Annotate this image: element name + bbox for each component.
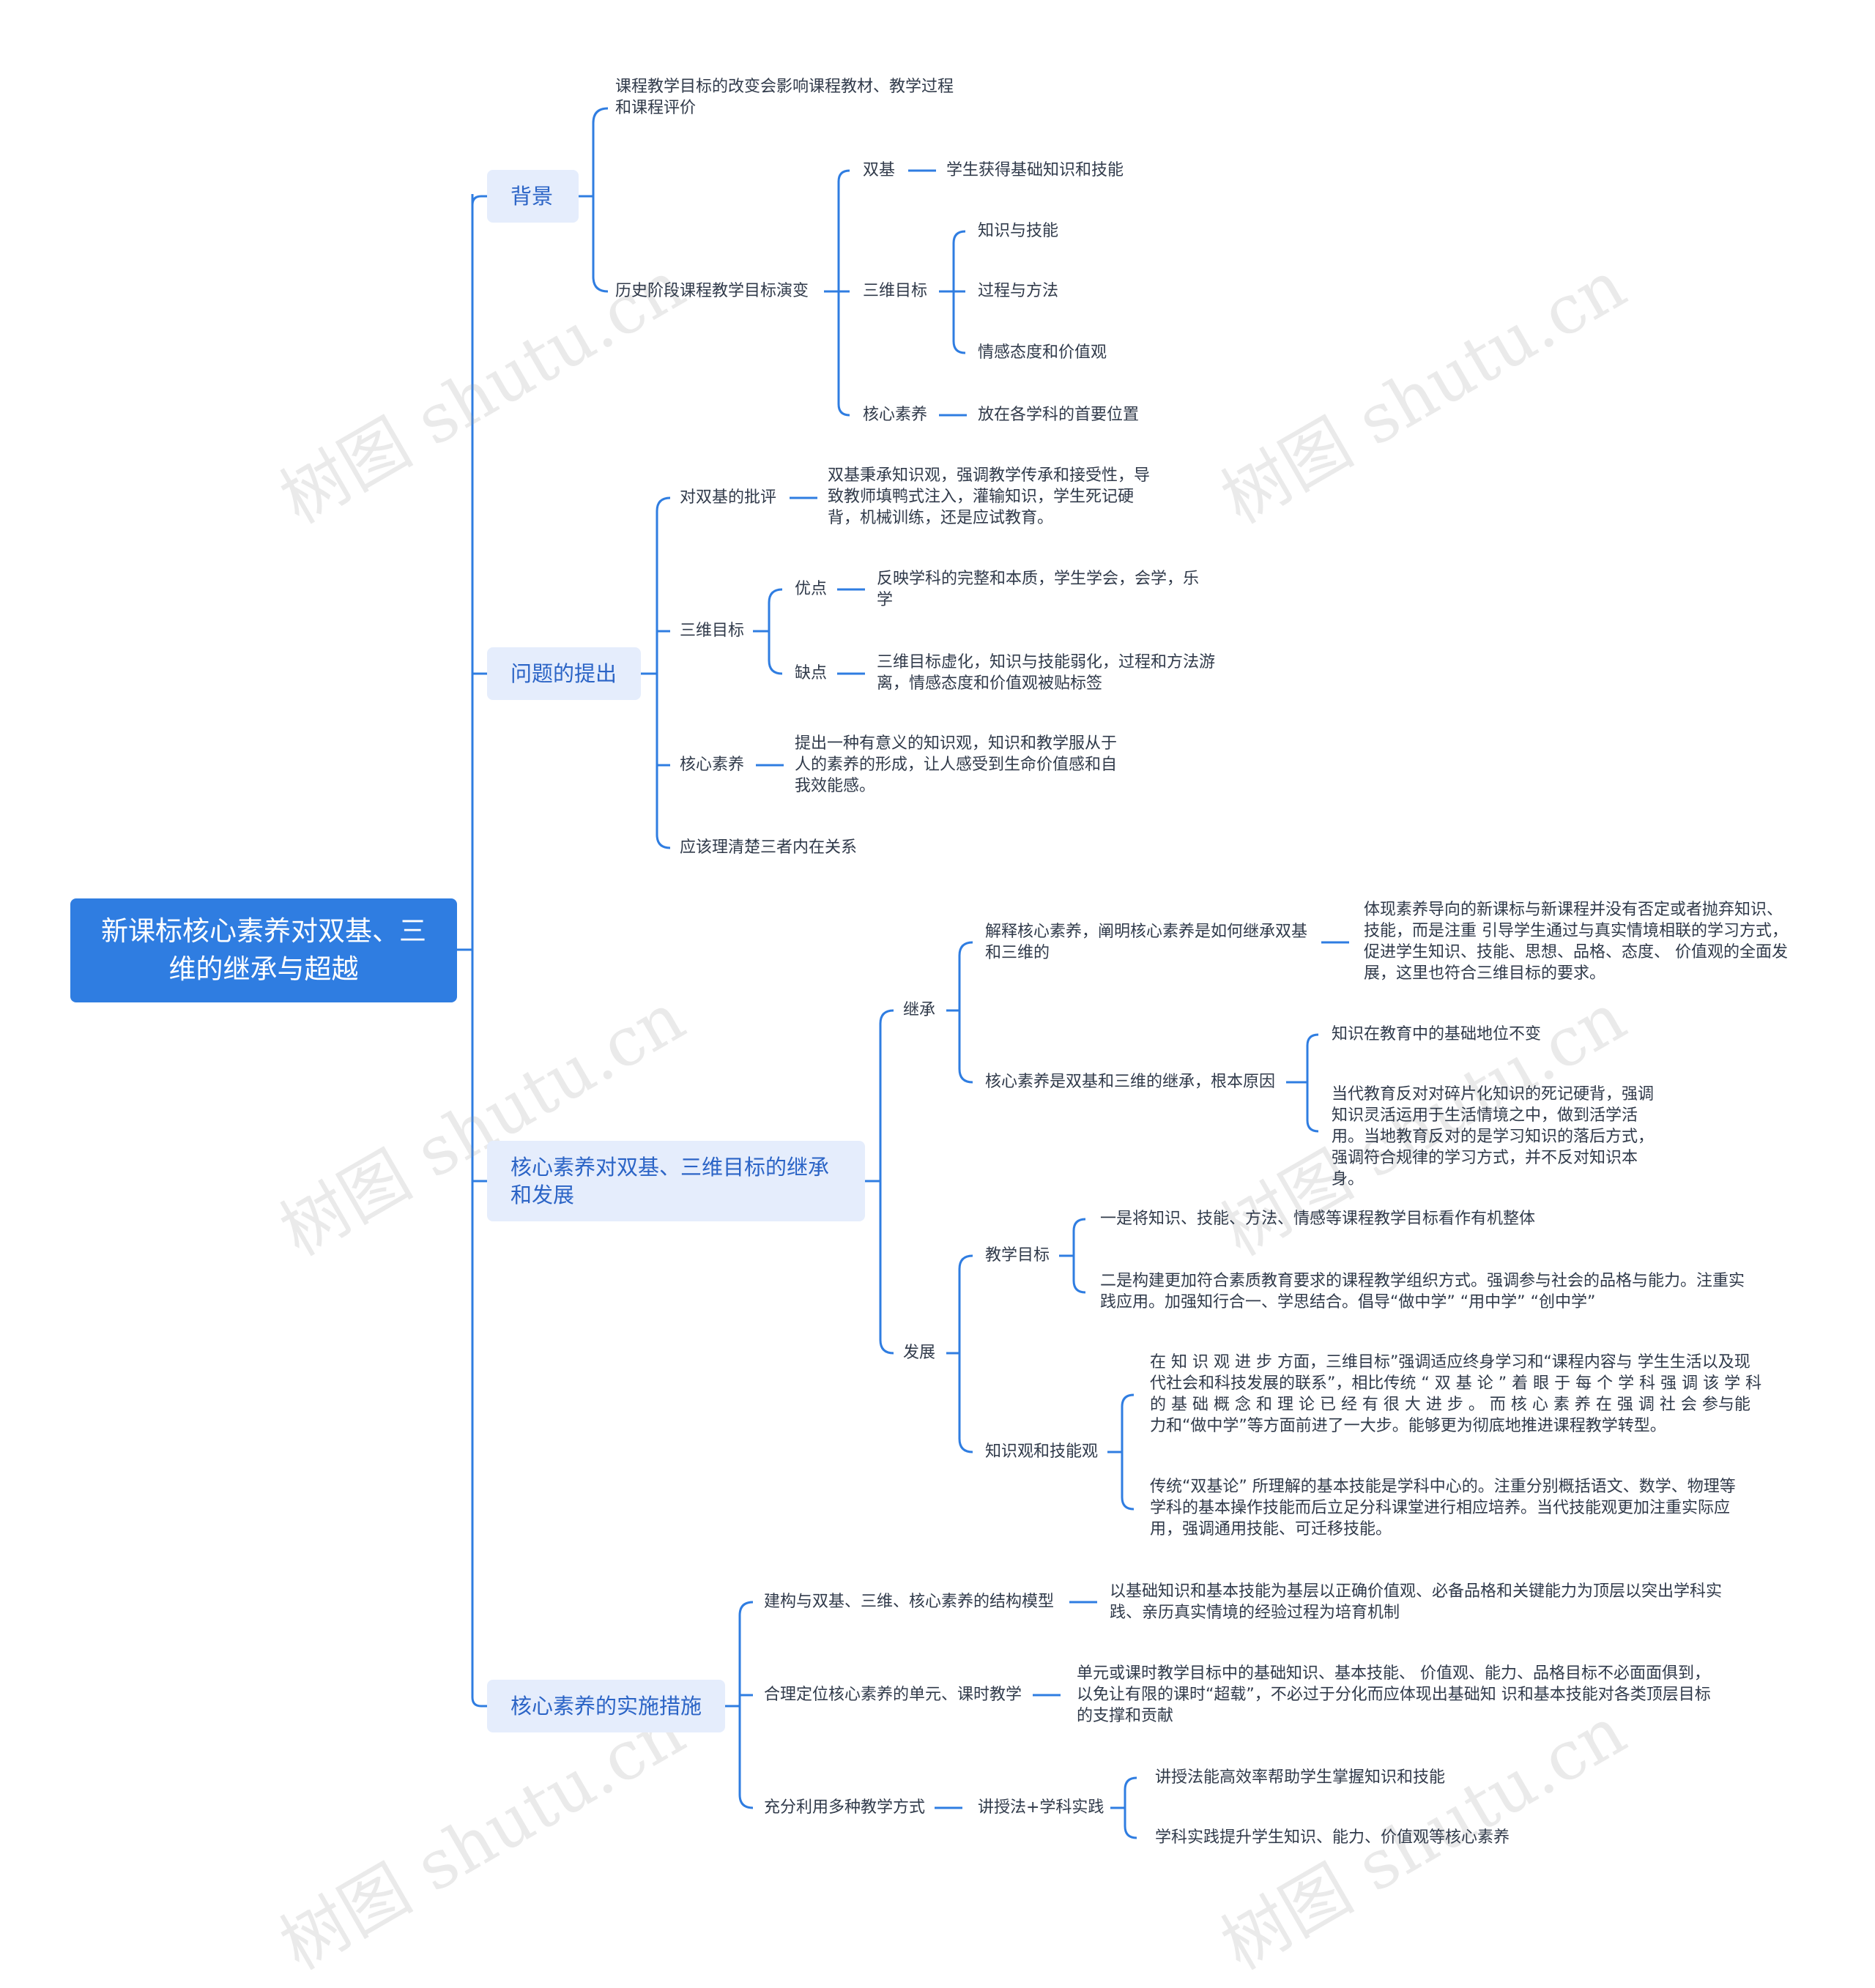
measures-methods-item-2[interactable]: 学科实践提升学生知识、能力、价值观等核心素养 [1155,1828,1510,1847]
fazhan-goal-item-1[interactable]: 一是将知识、技能、方法、情感等课程教学目标看作有机整体 [1100,1210,1536,1228]
history-shuangji[interactable]: 双基 [863,161,896,179]
problem-clarify[interactable]: 应该理清楚三者内在关系 [680,838,858,857]
inherit-reason[interactable]: 核心素养是双基和三维的继承，根本原因 [985,1073,1276,1091]
background-item-1[interactable]: 课程教学目标的改变会影响课程教材、教学过程和课程评价 [615,78,954,117]
history-sanwei-item-2[interactable]: 过程与方法 [978,282,1059,300]
history-evolution[interactable]: 历史阶段课程教学目标演变 [615,282,809,300]
root-topic-label: 新课标核心素养对双基、三维的继承与超越 [101,915,426,985]
inherit-explain[interactable]: 解释核心素养，阐明核心素养是如何继承双基和三维的 [985,923,1308,962]
history-sanwei[interactable]: 三维目标 [863,282,928,300]
measures-methods-item-1[interactable]: 讲授法能高效率帮助学生掌握知识和技能 [1155,1768,1446,1787]
problem-critique-desc[interactable]: 双基秉承知识观，强调教学传承和接受性，导致教师填鸭式注入，灌输知识，学生死记硬背… [828,466,1151,527]
inherit-reason-item-2[interactable]: 当代教育反对对碎片化知识的死记硬背，强调知识灵活运用于生活情境之中，做到活学活用… [1332,1085,1655,1188]
measures-unit-desc[interactable]: 单元或课时教学目标中的基础知识、基本技能、 价值观、能力、品格目标不必面面俱到，… [1077,1664,1711,1725]
inherit-jicheng[interactable]: 继承 [903,1001,936,1019]
topic-inherit-develop[interactable]: 核心素养对双基、三维目标的继承和发展 [487,1141,865,1221]
history-sanwei-item-3[interactable]: 情感态度和价值观 [978,343,1107,362]
problem-sanwei-pros-desc[interactable]: 反映学科的完整和本质，学生学会，会学，乐学 [877,570,1200,609]
fazhan-goal-item-2[interactable]: 二是构建更加符合素质教育要求的课程教学组织方式。强调参与社会的品格与能力。注重实… [1100,1272,1745,1311]
history-shuangji-desc[interactable]: 学生获得基础知识和技能 [946,161,1124,179]
fazhan-skill-item-1[interactable]: 在 知 识 观 进 步 方面，三维目标”强调适应终身学习和“课程内容与 学生生活… [1150,1353,1762,1435]
fazhan-goal[interactable]: 教学目标 [985,1246,1050,1265]
problem-sanwei[interactable]: 三维目标 [680,622,745,640]
inherit-fazhan[interactable]: 发展 [903,1344,936,1362]
fazhan-skill-item-2[interactable]: 传统“双基论” 所理解的基本技能是学科中心的。注重分别概括语文、数学、物理等学科… [1150,1478,1736,1538]
fazhan-skill[interactable]: 知识观和技能观 [985,1442,1099,1461]
measures-methods[interactable]: 充分利用多种教学方式 [764,1798,926,1817]
problem-sanwei-pros[interactable]: 优点 [795,580,828,598]
measures-model-desc[interactable]: 以基础知识和基本技能为基层以正确价值观、必备品格和关键能力为顶层以突出学科实践、… [1110,1582,1723,1622]
topic-measures[interactable]: 核心素养的实施措施 [487,1680,725,1732]
problem-critique[interactable]: 对双基的批评 [680,488,777,507]
problem-hexin[interactable]: 核心素养 [680,756,745,774]
connector-lines [457,107,1349,1839]
problem-sanwei-cons-desc[interactable]: 三维目标虚化，知识与技能弱化，过程和方法游离，情感态度和价值观被贴标签 [877,653,1216,693]
inherit-explain-desc[interactable]: 体现素养导向的新课标与新课程并没有否定或者抛弃知识、技能，而是注重 引导学生通过… [1364,901,1788,983]
measures-model[interactable]: 建构与双基、三维、核心素养的结构模型 [764,1593,1055,1611]
inherit-reason-item-1[interactable]: 知识在教育中的基础地位不变 [1332,1025,1542,1043]
measures-unit[interactable]: 合理定位核心素养的单元、课时教学 [764,1686,1022,1704]
problem-sanwei-cons[interactable]: 缺点 [795,664,828,682]
measures-methods-sub[interactable]: 讲授法+学科实践 [978,1798,1104,1817]
history-hexin-desc[interactable]: 放在各学科的首要位置 [978,406,1140,424]
topic-problem[interactable]: 问题的提出 [487,647,641,700]
topic-background[interactable]: 背景 [487,170,579,223]
history-sanwei-item-1[interactable]: 知识与技能 [978,222,1059,240]
root-topic[interactable]: 新课标核心素养对双基、三维的继承与超越 [70,898,457,1002]
history-hexin[interactable]: 核心素养 [863,406,928,424]
problem-hexin-desc[interactable]: 提出一种有意义的知识观，知识和教学服从于人的素养的形成，让人感受到生命价值感和自… [795,734,1118,795]
